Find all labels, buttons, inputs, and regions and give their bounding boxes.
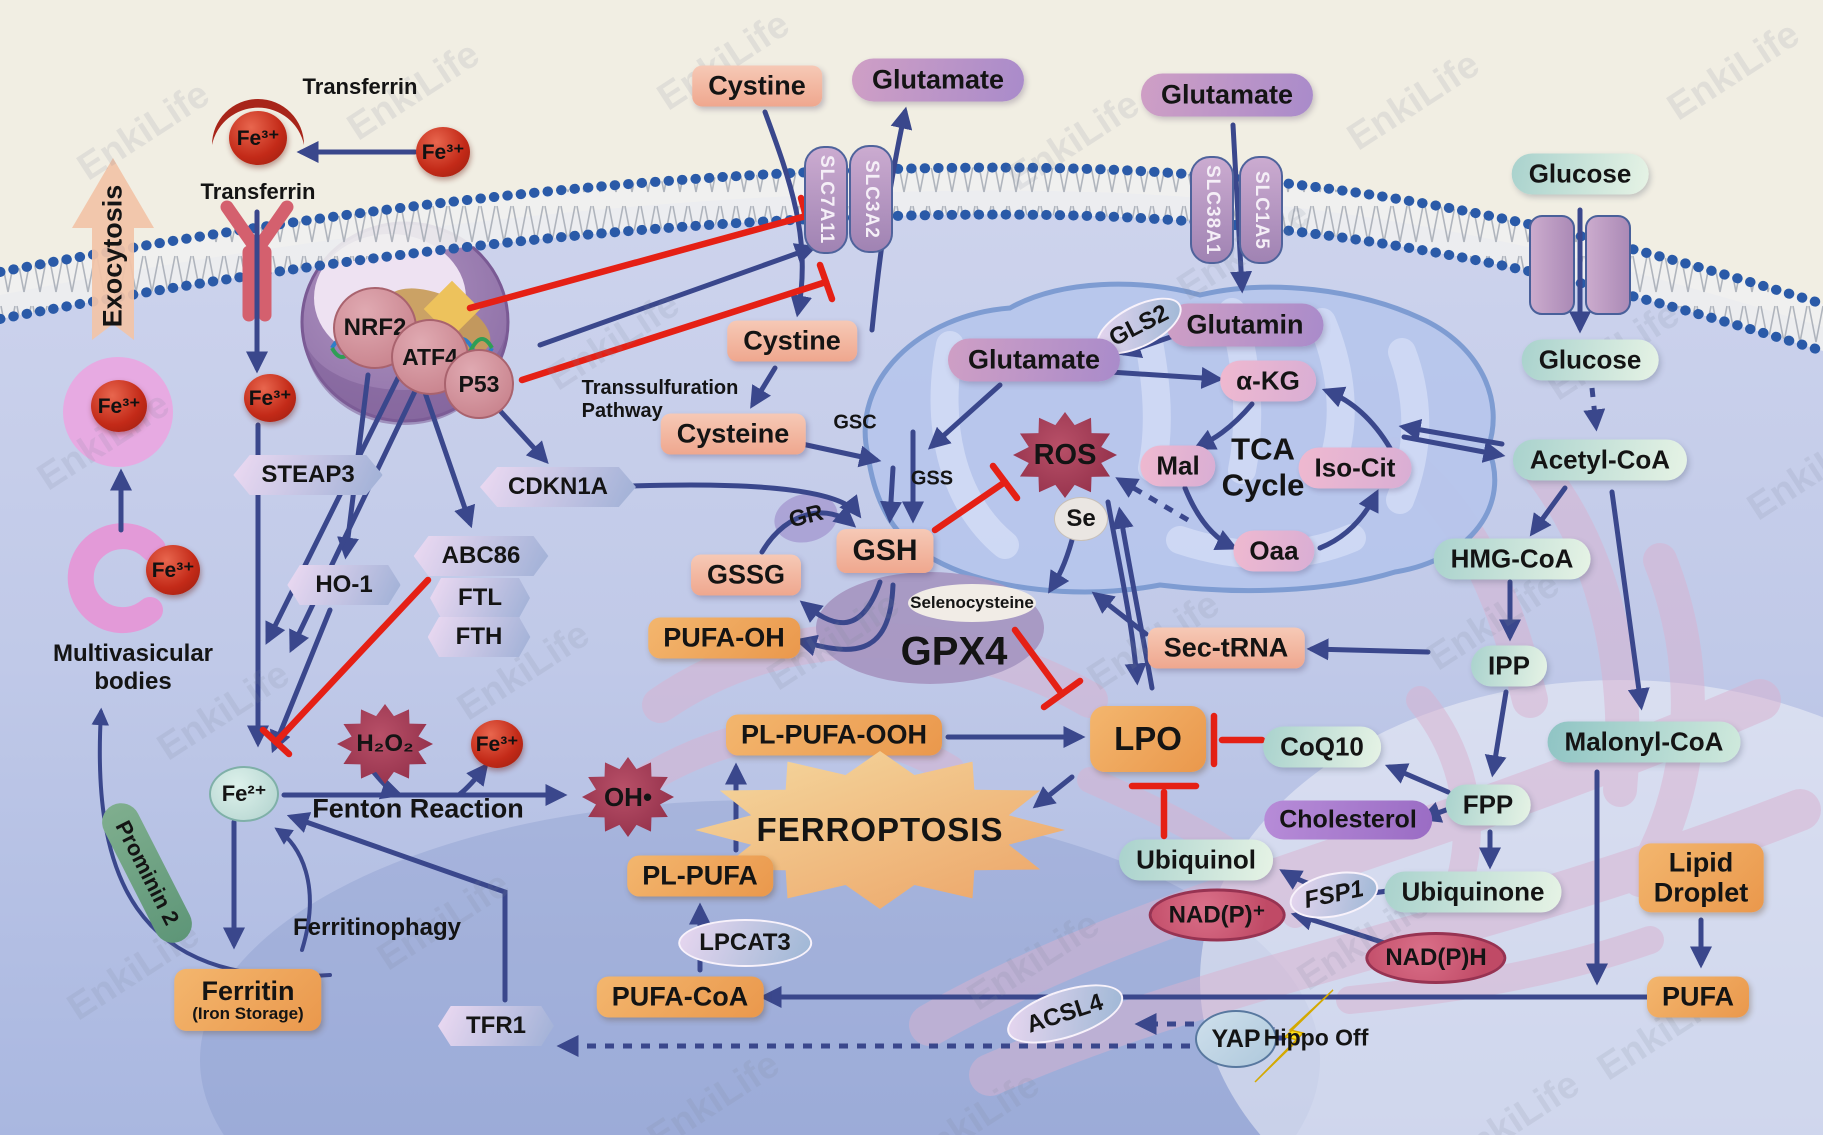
ho1-badge: HO-1: [287, 565, 401, 605]
gsh-box: GSH: [836, 529, 934, 573]
dashed-arrows: [556, 387, 1606, 1058]
lipid-droplet-box: Lipid Droplet: [1638, 843, 1764, 913]
cystine-in-box: Cystine: [727, 320, 857, 362]
oaa-pill: Oaa: [1233, 530, 1315, 572]
lipid-droplet-line1: Lipid: [1668, 847, 1734, 878]
fe3-transferrin-ball: Fe³⁺: [229, 111, 287, 165]
slc7a11-transporter: SLC7A11: [804, 146, 848, 254]
pufa-box: PUFA: [1646, 976, 1750, 1018]
multivesicular-label: Multivasicular bodies: [53, 640, 213, 696]
glucose-in-pill: Glucose: [1521, 339, 1659, 381]
tca-line2: Cycle: [1221, 467, 1305, 502]
fth-badge: FTH: [427, 617, 531, 657]
ferritin-box: Ferritin (Iron Storage): [174, 968, 322, 1032]
lpo-box: LPO: [1090, 706, 1206, 772]
ubiquinol-pill: Ubiquinol: [1119, 839, 1273, 881]
transferrin-top-label: Transferrin: [302, 74, 418, 99]
se-ellipse: Se: [1054, 497, 1108, 541]
pufa-coa-box: PUFA-CoA: [596, 976, 764, 1018]
gsc-label: GSC: [833, 411, 877, 434]
pl-pufa-ooh-box: PL-PUFA-OOH: [726, 714, 942, 756]
ferritin-line1: Ferritin: [201, 975, 295, 1006]
ftl-badge: FTL: [430, 578, 530, 618]
akg-pill: α-KG: [1220, 360, 1316, 402]
cdkn1a-badge: CDKN1A: [479, 467, 637, 507]
mal-pill: Mal: [1140, 445, 1216, 487]
glutamate-in-pill: Glutamate: [947, 338, 1121, 382]
gss-label: GSS: [910, 467, 954, 490]
tfr1-badge: TFR1: [438, 1006, 554, 1046]
lipid-droplet-line2: Droplet: [1653, 877, 1749, 907]
sec-trna-box: Sec-tRNA: [1147, 627, 1305, 669]
ubiquinone-pill: Ubiquinone: [1384, 871, 1562, 913]
glucose-out-pill: Glucose: [1511, 153, 1649, 195]
ferritinophagy-label: Ferritinophagy: [292, 914, 462, 941]
transsulfuration-line2: Pathway: [581, 400, 663, 422]
fe3-cytosol-ball: Fe³⁺: [244, 374, 296, 422]
transsulfuration-line1: Transsulfuration: [581, 377, 739, 399]
glutamate-out-pill: Glutamate: [851, 58, 1025, 102]
cholesterol-pill: Cholesterol: [1264, 800, 1432, 840]
selenocysteine-label: Selenocysteine: [910, 593, 1034, 612]
exocytosis-label: Exocytosis: [97, 184, 128, 328]
glucose-channel-right: [1585, 215, 1631, 315]
fe2-ellipse: Fe²⁺: [209, 766, 279, 822]
ipp-pill: IPP: [1471, 645, 1547, 687]
fe3-vesicle-ball: Fe³⁺: [91, 380, 147, 432]
pufa-oh-box: PUFA-OH: [648, 617, 800, 659]
abc86-badge: ABC86: [413, 536, 549, 576]
transsulfuration-label: Transsulfuration Pathway: [582, 377, 739, 423]
nadp-plus-ellipse: NAD(P)⁺: [1148, 888, 1286, 942]
fe3-fenton-ball: Fe³⁺: [471, 720, 523, 768]
exocytosis-arrow: [72, 158, 154, 340]
nadph-ellipse: NAD(P)H: [1365, 932, 1507, 984]
p53-circle: P53: [444, 349, 514, 419]
cystine-out-box: Cystine: [692, 65, 822, 107]
pl-pufa-box: PL-PUFA: [627, 855, 773, 897]
tca-cycle-label: TCA Cycle: [1222, 431, 1305, 502]
gssg-box: GSSG: [690, 554, 802, 596]
cysteine-box: Cysteine: [660, 413, 806, 455]
hmg-coa-pill: HMG-CoA: [1433, 538, 1591, 580]
lightning-icon: [1254, 989, 1334, 1083]
glutamin-pill: Glutamin: [1166, 303, 1324, 347]
fenton-reaction-label: Fenton Reaction: [312, 793, 524, 824]
coq10-pill: CoQ10: [1263, 726, 1381, 768]
transferrin-receptor-label: Transferrin: [200, 179, 316, 204]
glutamate-top-pill: Glutamate: [1140, 73, 1314, 117]
isocit-pill: Iso-Cit: [1298, 447, 1412, 489]
multivesicular-line1: Multivasicular: [52, 640, 214, 667]
slc1a5-transporter: SLC1A5: [1239, 156, 1283, 264]
slc3a2-transporter: SLC3A2: [849, 145, 893, 253]
acetyl-coa-pill: Acetyl-CoA: [1512, 439, 1688, 481]
inhibition-lines: [259, 194, 1266, 840]
ferritin-line2: (Iron Storage): [192, 1004, 304, 1024]
steap3-badge: STEAP3: [233, 455, 383, 495]
fe3-free-ball: Fe³⁺: [416, 127, 470, 177]
multivesicular-line2: bodies: [94, 668, 172, 695]
slc38a1-transporter: SLC38A1: [1190, 156, 1234, 264]
fe3-mvb-ball: Fe³⁺: [146, 545, 200, 595]
malonyl-coa-pill: Malonyl-CoA: [1547, 721, 1741, 763]
glucose-channel-left: [1529, 215, 1575, 315]
tca-line1: TCA: [1231, 431, 1295, 467]
hippo-off-label: Hippo Off: [1263, 1024, 1369, 1051]
fpp-pill: FPP: [1445, 784, 1531, 826]
lpcat3-ellipse: LPCAT3: [678, 919, 812, 967]
gpx4-label: GPX4: [900, 629, 1008, 674]
